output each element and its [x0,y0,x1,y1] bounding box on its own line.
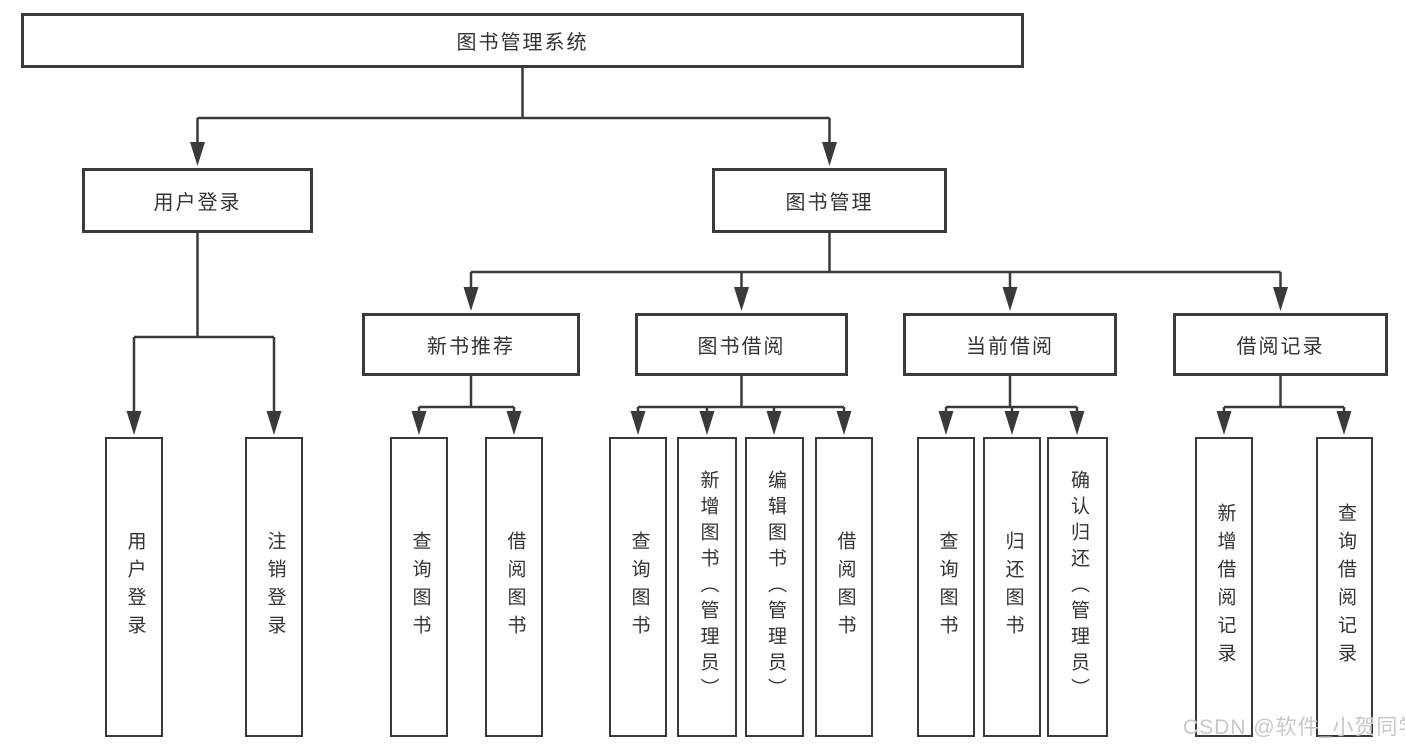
node-book-borrowing: 图书借阅 [635,313,848,376]
leaf-query-books-recommend: 查询图书 [390,437,448,737]
leaf-label: 查询借阅记录 [1334,503,1356,671]
leaf-label: 确认归还（管理员） [1067,470,1089,704]
leaf-label: 归还图书 [1002,531,1024,643]
leaf-query-books-current: 查询图书 [917,437,975,737]
leaf-label: 新增图书（管理员） [697,470,719,704]
leaf-label: 借阅图书 [834,531,856,643]
leaf-logout: 注销登录 [245,437,303,737]
node-label: 新书推荐 [427,336,515,358]
leaf-user-login: 用户登录 [105,437,163,737]
node-label: 图书借阅 [697,336,786,358]
node-label: 图书管理系统 [456,32,589,54]
node-borrowing-records: 借阅记录 [1173,313,1388,376]
node-library-management-system: 图书管理系统 [21,13,1024,68]
leaf-confirm-return-admin: 确认归还（管理员） [1047,437,1108,737]
leaf-edit-books-admin: 编辑图书（管理员） [745,437,804,737]
leaf-query-borrow-record: 查询借阅记录 [1316,437,1373,737]
leaf-query-books-borrow: 查询图书 [609,437,667,737]
leaf-label: 用户登录 [124,531,146,643]
node-new-book-recommendation: 新书推荐 [362,313,580,376]
leaf-add-books-admin: 新增图书（管理员） [677,437,737,737]
node-label: 当前借阅 [966,336,1054,358]
csdn-watermark: CSDN @软件_小贺同学 [1183,716,1405,739]
leaf-label: 新增借阅记录 [1214,503,1236,671]
leaf-label: 注销登录 [264,531,286,643]
node-label: 借阅记录 [1236,336,1325,358]
leaf-return-books: 归还图书 [983,437,1041,737]
node-user-login-branch: 用户登录 [82,168,313,233]
leaf-borrow-books: 借阅图书 [815,437,873,737]
leaf-label: 查询图书 [409,531,431,643]
leaf-label: 查询图书 [628,531,650,643]
leaf-label: 借阅图书 [504,531,526,643]
leaf-add-borrow-record: 新增借阅记录 [1195,437,1253,737]
node-label: 用户登录 [153,192,242,214]
leaf-label: 编辑图书（管理员） [764,470,786,704]
node-current-borrowing: 当前借阅 [903,313,1117,376]
leaf-borrow-books-recommend: 借阅图书 [485,437,543,737]
node-label: 图书管理 [785,192,874,214]
leaf-label: 查询图书 [936,531,958,643]
node-book-management-branch: 图书管理 [712,168,947,233]
